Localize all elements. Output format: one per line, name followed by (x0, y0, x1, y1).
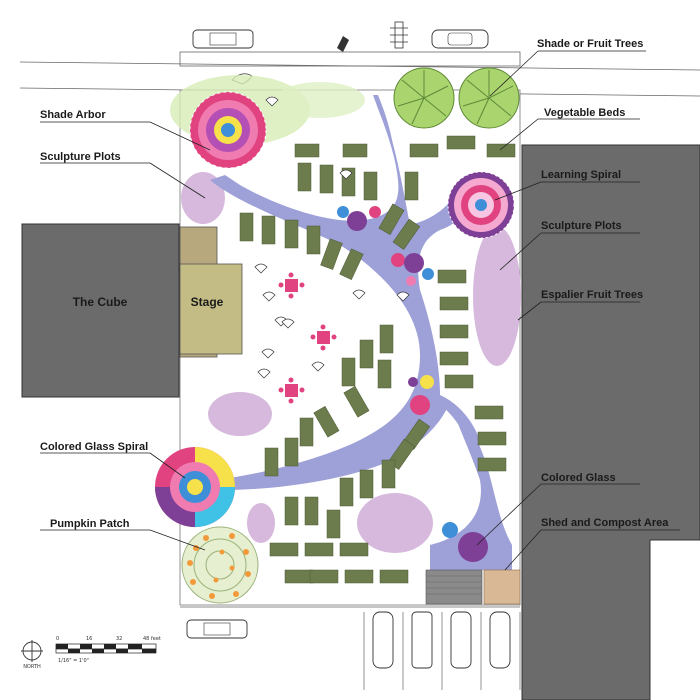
stage-label: Stage (191, 295, 224, 309)
car-icon-street-left (192, 29, 254, 49)
hydrant-icon (337, 36, 349, 52)
bike-rack-icon (390, 21, 408, 49)
scale-tick-48: 48 (143, 636, 149, 642)
scale-tick-0: 0 (56, 636, 59, 642)
scale-tick-32: 32 (116, 636, 122, 642)
colored-glass-circles (337, 206, 488, 562)
label-colored-glass: Colored Glass (541, 472, 616, 484)
stage: Stage (179, 226, 243, 358)
label-vegetable-beds: Vegetable Beds (544, 107, 625, 119)
the-cube-building: The Cube (21, 223, 180, 398)
leader-lines (40, 50, 680, 571)
north-label: NORTH (23, 664, 41, 670)
learning-spiral (447, 171, 515, 239)
sculpture-plots (181, 172, 521, 553)
label-pumpkin-patch: Pumpkin Patch (50, 518, 130, 530)
north-arrow-icon: NORTH (21, 640, 43, 670)
walking-path (210, 95, 512, 570)
shed-compost-area (425, 569, 521, 605)
seating-icons (254, 96, 410, 379)
car-icon-street-right (431, 29, 489, 49)
label-shade-arbor: Shade Arbor (40, 109, 106, 121)
scale-tick-16: 16 (86, 636, 92, 642)
scale-bar: 0 16 32 48 feet 1/16" = 1'0" (55, 636, 161, 664)
scale-unit: feet (151, 636, 161, 642)
street (19, 51, 700, 97)
scale-ratio: 1/16" = 1'0" (58, 658, 89, 664)
label-sculpture-plots-left: Sculpture Plots (40, 151, 121, 163)
the-cube-label: The Cube (73, 295, 128, 309)
picnic-tables (278, 272, 337, 404)
bottom-parking (180, 606, 521, 690)
label-learning-spiral: Learning Spiral (541, 169, 621, 181)
adjacent-building-right (521, 144, 700, 700)
colored-glass-spiral (155, 447, 235, 527)
label-colored-glass-spiral: Colored Glass Spiral (40, 441, 148, 453)
vegetable-beds (239, 135, 516, 584)
shade-arbor-spiral (189, 91, 267, 169)
label-sculpture-plots-right: Sculpture Plots (541, 220, 622, 232)
label-espalier-fruit-trees: Espalier Fruit Trees (541, 289, 643, 301)
label-shed-compost: Shed and Compost Area (541, 517, 669, 529)
label-shade-fruit-trees: Shade or Fruit Trees (537, 38, 643, 50)
pumpkin-patch (181, 526, 259, 604)
